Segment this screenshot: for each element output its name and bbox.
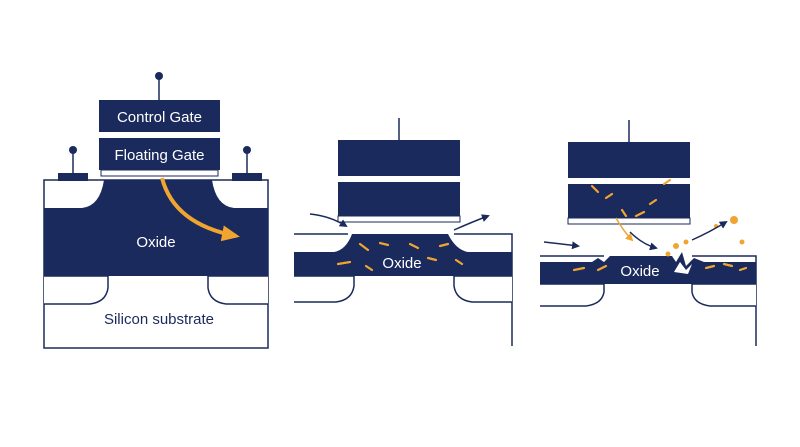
oxide-label: Oxide xyxy=(620,263,659,280)
gate-block-bottom xyxy=(338,182,460,216)
source-terminal xyxy=(69,146,77,154)
panel-stressed-cell: Oxide xyxy=(294,118,513,346)
electron-in-arrow xyxy=(309,213,348,228)
drain-well xyxy=(207,275,268,305)
electron-out-arrow xyxy=(691,220,728,241)
source-well xyxy=(540,283,605,307)
oxide-label: Oxide xyxy=(136,234,175,251)
electron-out-arrow xyxy=(453,214,490,231)
gate-insulator xyxy=(337,215,461,223)
drain-contact xyxy=(232,173,262,181)
source-well xyxy=(44,275,109,305)
control-gate-terminal xyxy=(155,72,163,80)
gate-insulator xyxy=(100,169,219,177)
electron-in-arrow xyxy=(543,241,580,250)
source-well xyxy=(294,275,355,303)
trapped-charges xyxy=(336,241,464,272)
leaking-charges xyxy=(572,178,748,272)
drain-terminal xyxy=(243,146,251,154)
panel-intact-cell: Control Gate Floating Gate Oxide Silicon… xyxy=(43,72,269,349)
substrate-outline xyxy=(294,233,513,346)
gate-block-bottom xyxy=(568,184,690,218)
substrate-label: Silicon substrate xyxy=(104,311,214,328)
floating-gate-label: Floating Gate xyxy=(114,147,204,164)
oxide-layer xyxy=(44,208,268,276)
oxide-label: Oxide xyxy=(382,255,421,272)
oxide-crack xyxy=(674,262,692,274)
control-gate-label: Control Gate xyxy=(117,109,202,126)
leak-arrow-orange xyxy=(615,217,634,242)
substrate-outline xyxy=(540,255,757,346)
drain-well xyxy=(453,275,512,303)
drain-well xyxy=(691,283,756,307)
oxide-layer xyxy=(540,252,756,284)
floating-gate xyxy=(99,138,220,170)
leak-arrow-navy xyxy=(629,231,658,251)
oxide-layer xyxy=(294,234,512,276)
source-contact xyxy=(58,173,88,181)
oxide-bulge xyxy=(82,180,234,208)
electron-path-arrow xyxy=(160,177,240,242)
panel-degraded-cell: Oxide xyxy=(540,120,757,346)
escaped-charges xyxy=(665,216,745,257)
gate-block-top xyxy=(338,140,460,176)
control-gate xyxy=(99,100,220,132)
gate-insulator xyxy=(567,217,691,225)
gate-block-top xyxy=(568,142,690,178)
